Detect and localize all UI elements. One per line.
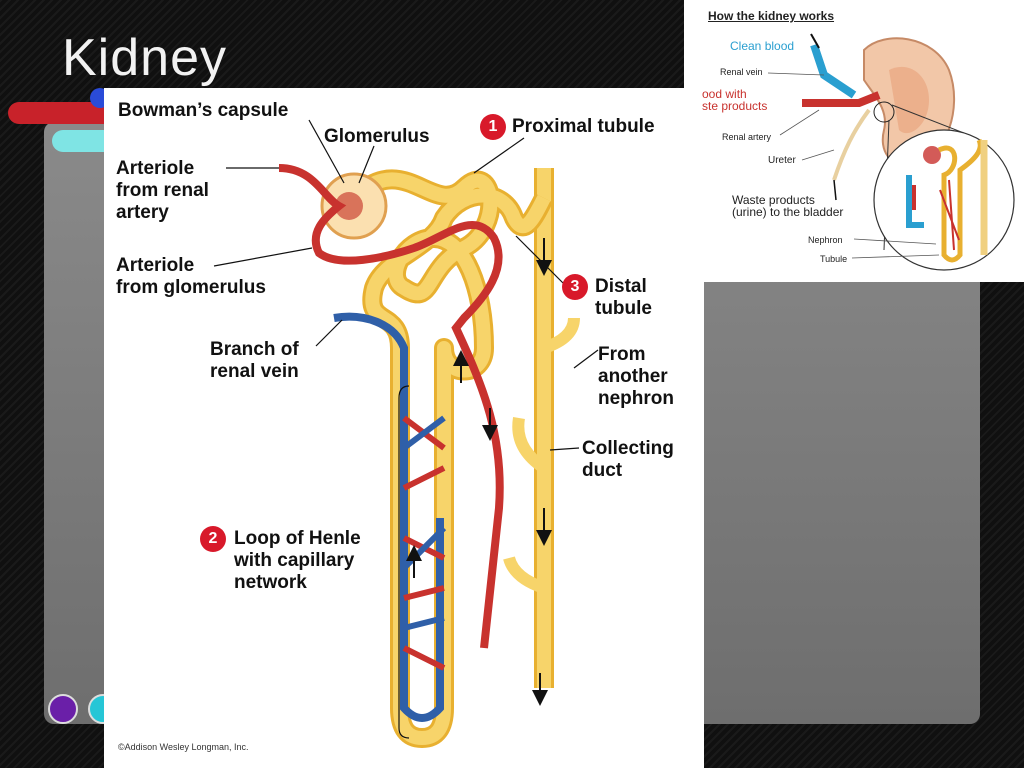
number-badge-1: 1 <box>480 114 506 140</box>
label-renal-artery: Renal artery <box>722 132 772 142</box>
slide-title: Kidney <box>62 29 227 87</box>
label-collecting-duct: Collecting duct <box>582 438 674 481</box>
label-nephron: Nephron <box>808 235 843 245</box>
nephron-diagram: Bowman’s capsule Glomerulus 1 Proximal t… <box>104 88 704 768</box>
number-badge-3: 3 <box>562 274 588 300</box>
label-glomerulus: Glomerulus <box>324 126 430 147</box>
label-renal-vein: Renal vein <box>720 67 763 77</box>
kidney-illustration <box>767 33 1015 271</box>
inset-title: How the kidney works <box>708 9 835 23</box>
arteriole-shape <box>278 164 504 649</box>
label-waste-products: Waste products (urine) to the bladder <box>732 193 844 219</box>
decor-dot-purple <box>48 694 78 724</box>
label-clean-blood: Clean blood <box>730 39 795 53</box>
label-loop-of-henle: Loop of Henle with capillary network <box>234 528 361 593</box>
label-bowmans-capsule: Bowman’s capsule <box>118 100 289 121</box>
label-blood-with-waste: ood with ste products <box>702 87 768 113</box>
nephron-illustration <box>213 119 599 748</box>
copyright-credit: ©Addison Wesley Longman, Inc. <box>118 742 249 752</box>
label-ureter: Ureter <box>768 155 796 166</box>
label-distal-tubule: Distal tubule <box>595 276 652 319</box>
label-from-another-nephron: From another nephron <box>598 344 674 409</box>
label-tubule: Tubule <box>820 254 848 264</box>
renal-vein-branch-shape <box>333 312 444 722</box>
label-arteriole-from-glomerulus: Arteriole from glomerulus <box>116 255 266 298</box>
kidney-inset-diagram: How the kidney works Clean blood Renal v… <box>684 0 1024 282</box>
number-badge-2: 2 <box>200 526 226 552</box>
label-proximal-tubule: Proximal tubule <box>512 116 655 137</box>
label-arteriole-from-renal-artery: Arteriole from renal artery <box>116 158 209 223</box>
label-branch-of-renal-vein: Branch of renal vein <box>210 339 299 382</box>
